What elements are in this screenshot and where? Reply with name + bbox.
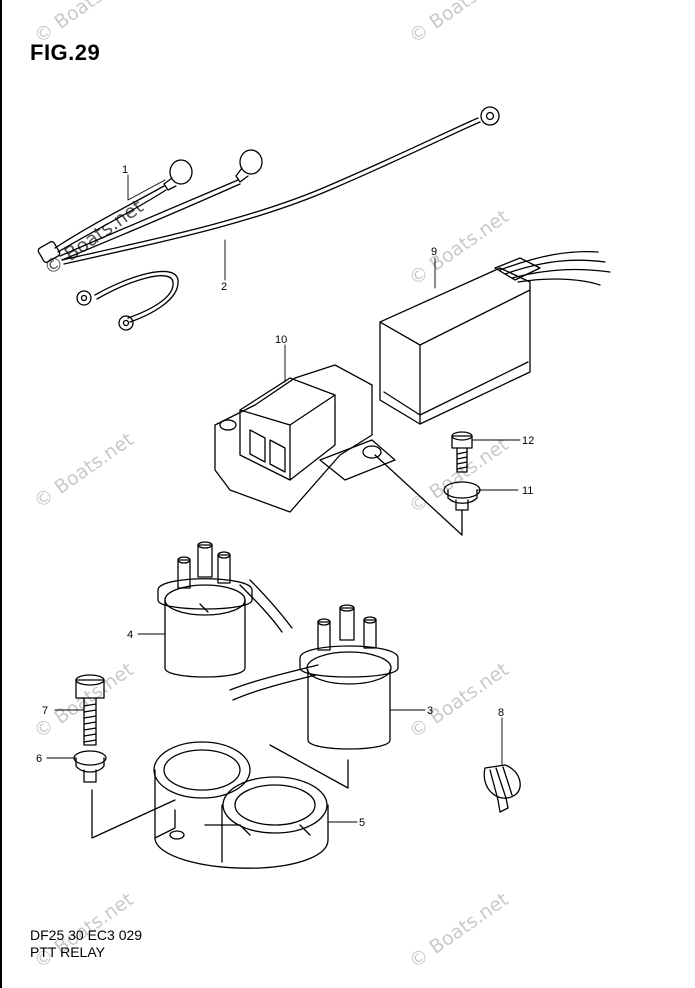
figure-code: DF25 30 EC3 029 (30, 927, 143, 943)
bolt-part-7[interactable] (75, 674, 105, 746)
callout-1: 1 (122, 164, 128, 176)
assembly-line (374, 454, 463, 536)
bolt-part-12[interactable] (451, 431, 473, 473)
callout-6: 6 (36, 753, 42, 765)
relay-bracket-part-10[interactable] (214, 364, 396, 513)
callout-7: 7 (42, 705, 48, 717)
relay-holder-part-5[interactable] (153, 741, 329, 869)
washer-part-6[interactable] (73, 750, 107, 783)
leader-lines (46, 174, 521, 823)
callout-numbers: 1 2 3 4 5 6 7 8 9 10 11 12 (36, 164, 534, 829)
callout-3: 3 (427, 705, 433, 717)
washer-part-11[interactable] (443, 481, 481, 511)
callout-10: 10 (275, 334, 287, 346)
figure-title: FIG.29 (30, 40, 101, 65)
callout-4: 4 (127, 629, 133, 641)
clamp-part-8[interactable] (483, 764, 521, 813)
callout-2: 2 (221, 281, 227, 293)
figure-caption: PTT RELAY (30, 944, 105, 960)
wire-harness-part-2[interactable] (61, 106, 500, 331)
assembly-line (91, 789, 176, 839)
callout-5: 5 (359, 817, 365, 829)
page-left-border (0, 0, 2, 988)
wire-harness-part-1[interactable] (37, 149, 263, 263)
relay-part-3[interactable] (229, 604, 399, 750)
callout-11: 11 (522, 485, 533, 497)
assembly-line (269, 744, 349, 789)
control-box-part-9[interactable] (379, 250, 611, 425)
callout-9: 9 (431, 246, 437, 258)
callout-8: 8 (498, 707, 504, 719)
starter-relay-part-4[interactable] (157, 541, 293, 678)
callout-12: 12 (522, 435, 534, 447)
